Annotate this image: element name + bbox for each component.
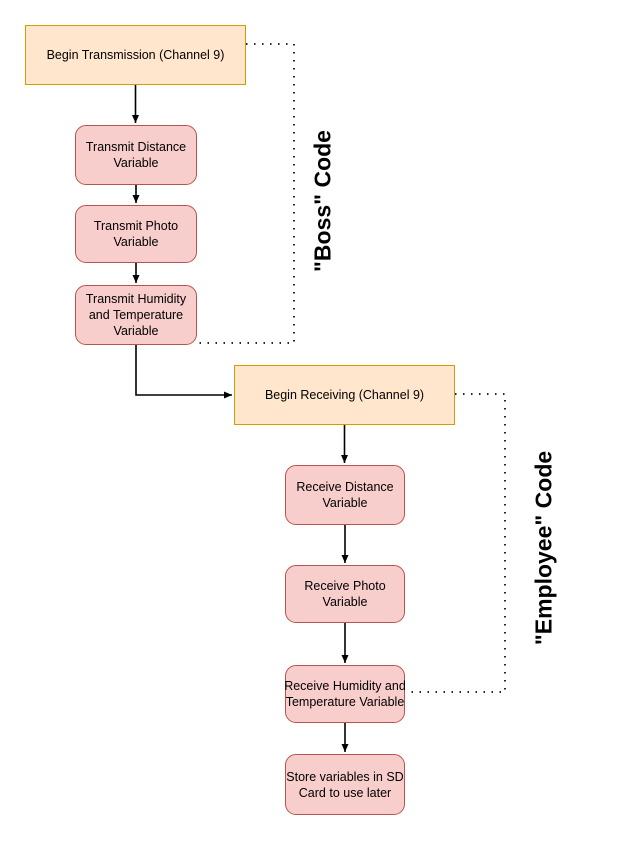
boss-code-dotted-bracket (198, 43, 295, 344)
boss-code-group-label: "Boss" Code (309, 130, 336, 272)
employee-code-dotted-bracket (406, 393, 506, 693)
node-begin-receiving-label: Begin Receiving (Channel 9) (264, 388, 425, 402)
arrow-transmit-humidity-to-begin-receiving (135, 345, 232, 399)
node-begin-receiving: Begin Receiving (Channel 9) (234, 365, 455, 425)
node-begin-transmission-label: Begin Transmission (Channel 9) (46, 48, 225, 62)
employee-code-group-label: "Employee" Code (530, 450, 557, 646)
node-begin-transmission: Begin Transmission (Channel 9) (25, 25, 246, 85)
